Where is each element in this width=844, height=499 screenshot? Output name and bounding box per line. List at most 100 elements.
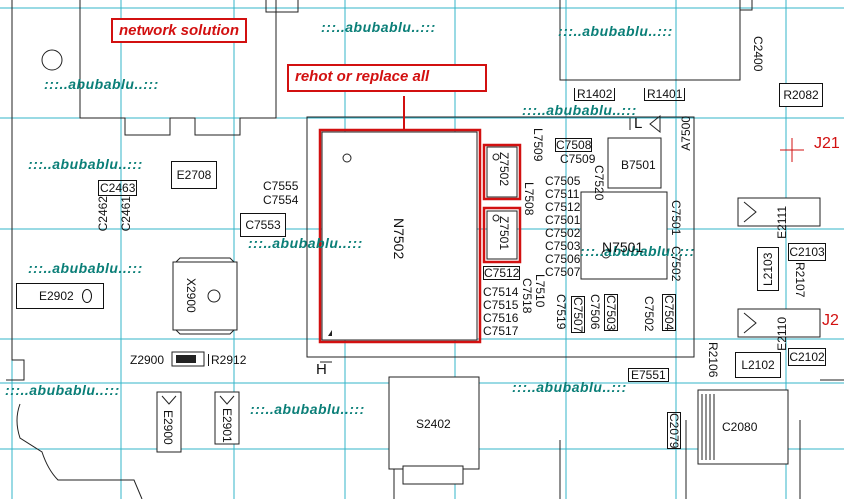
label-c7509: C7509 (560, 152, 596, 166)
z7501-filter (486, 210, 518, 260)
label-r2106: R2106 (706, 342, 720, 378)
label-z7502: Z7502 (497, 152, 511, 187)
watermark: :::..abubablu..::: (250, 401, 365, 417)
label-c7503: C7503 (604, 294, 618, 332)
label-e2901: E2901 (220, 408, 234, 443)
c2080-capacitor (697, 389, 789, 465)
label-e2900: E2900 (161, 410, 175, 445)
c7553-component: C7553 (240, 213, 286, 237)
label-z2900: Z2900 (130, 353, 165, 367)
label-e7551: E7551 (628, 368, 669, 382)
e2111-pad (737, 197, 821, 227)
label-c7506: C7506 (588, 294, 602, 330)
label-l7508: L7508 (522, 182, 536, 216)
label-a7500: A7500 (679, 116, 693, 151)
watermark: :::..abubablu..::: (558, 23, 673, 39)
label-n7502: N7502 (391, 218, 407, 260)
label-c7502b: C7502 (642, 296, 656, 332)
watermark: :::..abubablu..::: (28, 260, 143, 276)
b7501-component (607, 137, 662, 189)
label-c7505: C7505 (545, 174, 581, 188)
annotation-network-solution: network solution (111, 18, 247, 43)
label-c7517: C7517 (483, 324, 519, 338)
n7502-corner-mark (328, 330, 332, 336)
label-r2912: R2912 (208, 354, 246, 366)
label-c7503a: C7503 (545, 239, 581, 253)
label-r1402: R1402 (574, 88, 616, 101)
label-e2110: E2110 (775, 317, 789, 351)
label-c7515: C7515 (483, 298, 519, 312)
label-c7507a: C7507 (545, 265, 581, 279)
n7501-pin1-dot (601, 249, 611, 259)
label-r1401: R1401 (644, 88, 686, 101)
s2402-switch (388, 376, 480, 470)
x2900-dot (207, 289, 221, 303)
label-c7501a: C7501 (545, 213, 581, 227)
label-c7502a: C7502 (545, 226, 581, 240)
e2110-pad (737, 308, 821, 338)
label-j21: J21 (814, 135, 840, 152)
x2900-crystal (172, 261, 238, 331)
watermark: :::..abubablu..::: (5, 382, 120, 398)
mount-hole (41, 49, 63, 71)
n7502-pin1-dot (342, 153, 352, 163)
watermark: :::..abubablu..::: (44, 76, 159, 92)
rf-shield-frame (306, 116, 695, 358)
c2102-component: C2102 (788, 348, 826, 366)
highlight-z7501 (482, 206, 522, 264)
watermark: :::..abubablu..::: (248, 235, 363, 251)
label-c7512: C7512 (483, 266, 521, 280)
watermark: :::..abubablu..::: (522, 102, 637, 118)
l2102-component: L2102 (735, 352, 781, 378)
z7502-filter (486, 146, 518, 198)
label-s2402: S2402 (416, 417, 451, 431)
z7502-pin1-dot (492, 153, 500, 161)
highlight-z7502 (482, 143, 522, 201)
watermark: :::..abubablu..::: (321, 19, 436, 35)
watermark: :::..abubablu..::: (580, 243, 695, 259)
label-c7502: C7502 (669, 246, 683, 282)
label-pin-l: L (634, 115, 643, 132)
e2901-pad (214, 391, 240, 445)
label-c7511: C7511 (545, 187, 580, 201)
e2902-component: E2902 (16, 283, 104, 309)
label-c7516: C7516 (483, 311, 519, 325)
label-c7512a: C7512 (545, 200, 581, 214)
label-c7520: C7520 (592, 165, 606, 201)
a7500-marker (649, 114, 661, 134)
watermark: :::..abubablu..::: (512, 379, 627, 395)
label-b7501: B7501 (621, 158, 656, 172)
label-c2462: C2462 (96, 196, 110, 232)
label-j2: J2 (822, 312, 839, 329)
highlight-n7502 (318, 128, 482, 344)
label-n7501: N7501 (602, 239, 644, 255)
label-c7506a: C7506 (545, 252, 581, 266)
e2708-component: E2708 (171, 161, 217, 189)
label-x2900: X2900 (184, 278, 198, 313)
j21-crosshair (780, 138, 804, 162)
n7502-chip (321, 131, 478, 341)
l2103-component: L2103 (757, 247, 779, 291)
z7501-pin1-dot (492, 214, 500, 222)
n7501-chip (580, 191, 668, 280)
c2103-component: C2103 (788, 243, 826, 261)
label-l7510: L7510 (533, 274, 547, 308)
label-c2463: C2463 (98, 180, 138, 196)
label-z7501: Z7501 (497, 216, 511, 251)
label-r2107: R2107 (793, 262, 807, 298)
label-pin-h: H (316, 361, 327, 378)
annotation-rehot-replace: rehot or replace all (287, 64, 487, 92)
label-c2079: C2079 (667, 412, 681, 450)
r2082-component: R2082 (779, 83, 823, 107)
label-c7555: C7555 (263, 179, 299, 193)
label-c2080: C2080 (722, 420, 758, 434)
label-c7514: C7514 (483, 285, 519, 299)
label-l7509: L7509 (531, 128, 545, 162)
label-c7519: C7519 (554, 294, 568, 330)
watermark: :::..abubablu..::: (28, 156, 143, 172)
label-c7507: C7507 (571, 296, 585, 334)
label-e2111: E2111 (775, 206, 789, 239)
label-e2902: E2902 (39, 289, 74, 303)
label-c7504: C7504 (662, 294, 676, 332)
